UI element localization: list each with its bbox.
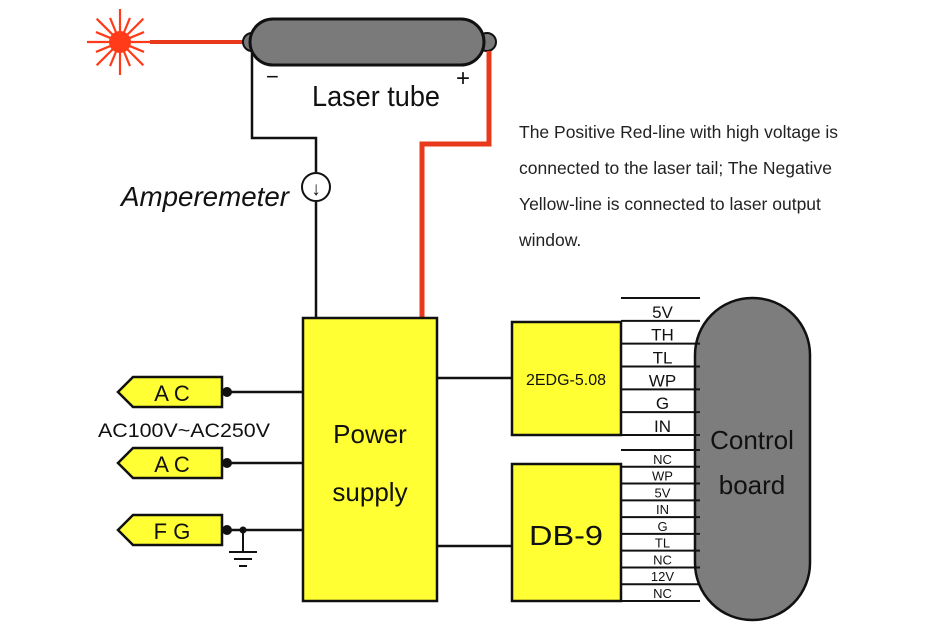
- wiring-description: The Positive Red-line with high voltage …: [519, 114, 909, 258]
- fg-input-label: F G: [154, 519, 191, 544]
- connector-db9-pin-label: 5V: [655, 485, 671, 500]
- amperemeter-symbol: ↓: [311, 179, 321, 200]
- negative-wire: [250, 51, 318, 172]
- connector-db9-pin-label: G: [657, 519, 667, 534]
- connector-db9-pin-label: 12V: [651, 569, 674, 584]
- amperemeter-icon: [301, 172, 331, 202]
- connector-db9-box: [510, 462, 623, 603]
- connector-2edg-pin-label: 5V: [652, 303, 673, 322]
- control-board-label-line1: Control: [710, 425, 794, 455]
- laser-ray: [109, 17, 118, 34]
- ac-input-2-label: A C: [154, 452, 190, 477]
- ac-input-2: A C: [116, 446, 224, 480]
- description-line: Yellow-line is connected to laser output: [519, 194, 821, 214]
- connector-db9-pin-label: TL: [655, 536, 670, 551]
- connector-db9-pin-label: NC: [653, 586, 672, 601]
- power-supply-box: [301, 316, 439, 603]
- description-line: window.: [519, 230, 582, 250]
- connector-db9-label: DB-9: [529, 520, 603, 551]
- laser-ray: [95, 17, 114, 36]
- power-supply-label-line2: supply: [332, 477, 407, 507]
- connector-db9-pin-label: NC: [653, 552, 672, 567]
- voltage-range-label: AC100V~AC250V: [98, 421, 270, 442]
- laser-tube: [242, 17, 497, 67]
- description-line: The Positive Red-line with high voltage …: [519, 122, 839, 142]
- connector-2edg-box: [510, 320, 623, 437]
- connector-2edg-pin-label: G: [656, 394, 669, 413]
- power-supply-label-line1: Power: [333, 419, 407, 449]
- fg-input: F G: [116, 513, 224, 547]
- laser-ray: [126, 17, 145, 36]
- positive-wire: [419, 51, 492, 318]
- ground-icon: [229, 526, 257, 567]
- description-line: connected to the laser tail; The Negativ…: [519, 158, 832, 178]
- control-board-label-line2: board: [719, 470, 786, 500]
- laser-ray: [122, 50, 131, 67]
- connector-2edg-label: 2EDG-5.08: [526, 372, 606, 389]
- laser-ray: [128, 31, 145, 40]
- laser-beam-burst-icon: [87, 9, 153, 75]
- connector-2edg-pin-label: WP: [649, 371, 676, 390]
- connector-2edg-pin-label: TH: [651, 326, 674, 345]
- connector-db9-pin-label: NC: [653, 452, 672, 467]
- laser-ray: [109, 50, 118, 67]
- ac-input-1: A C: [116, 375, 224, 409]
- laser-ray: [95, 44, 112, 53]
- ac-input-1-label: A C: [154, 381, 190, 406]
- laser-ray: [126, 48, 145, 67]
- laser-ray: [95, 48, 114, 67]
- connector-2edg-pin-label: IN: [654, 417, 671, 436]
- laser-ray: [122, 17, 131, 34]
- connector-2edg-pin-label: TL: [653, 349, 673, 368]
- connector-db9-pin-label: WP: [652, 469, 673, 484]
- laser-ray: [128, 44, 145, 53]
- amperemeter-label: Amperemeter: [119, 181, 291, 212]
- connector-2edg-pins: 5V TH TL WP G IN: [621, 297, 700, 436]
- connector-db9-pin-label: IN: [656, 502, 669, 517]
- laser-tube-positive-sign: +: [456, 65, 470, 92]
- laser-tube-negative-sign: −: [266, 64, 279, 89]
- laser-tube-label: Laser tube: [312, 81, 440, 113]
- control-board: [693, 296, 812, 622]
- laser-ray: [95, 31, 112, 40]
